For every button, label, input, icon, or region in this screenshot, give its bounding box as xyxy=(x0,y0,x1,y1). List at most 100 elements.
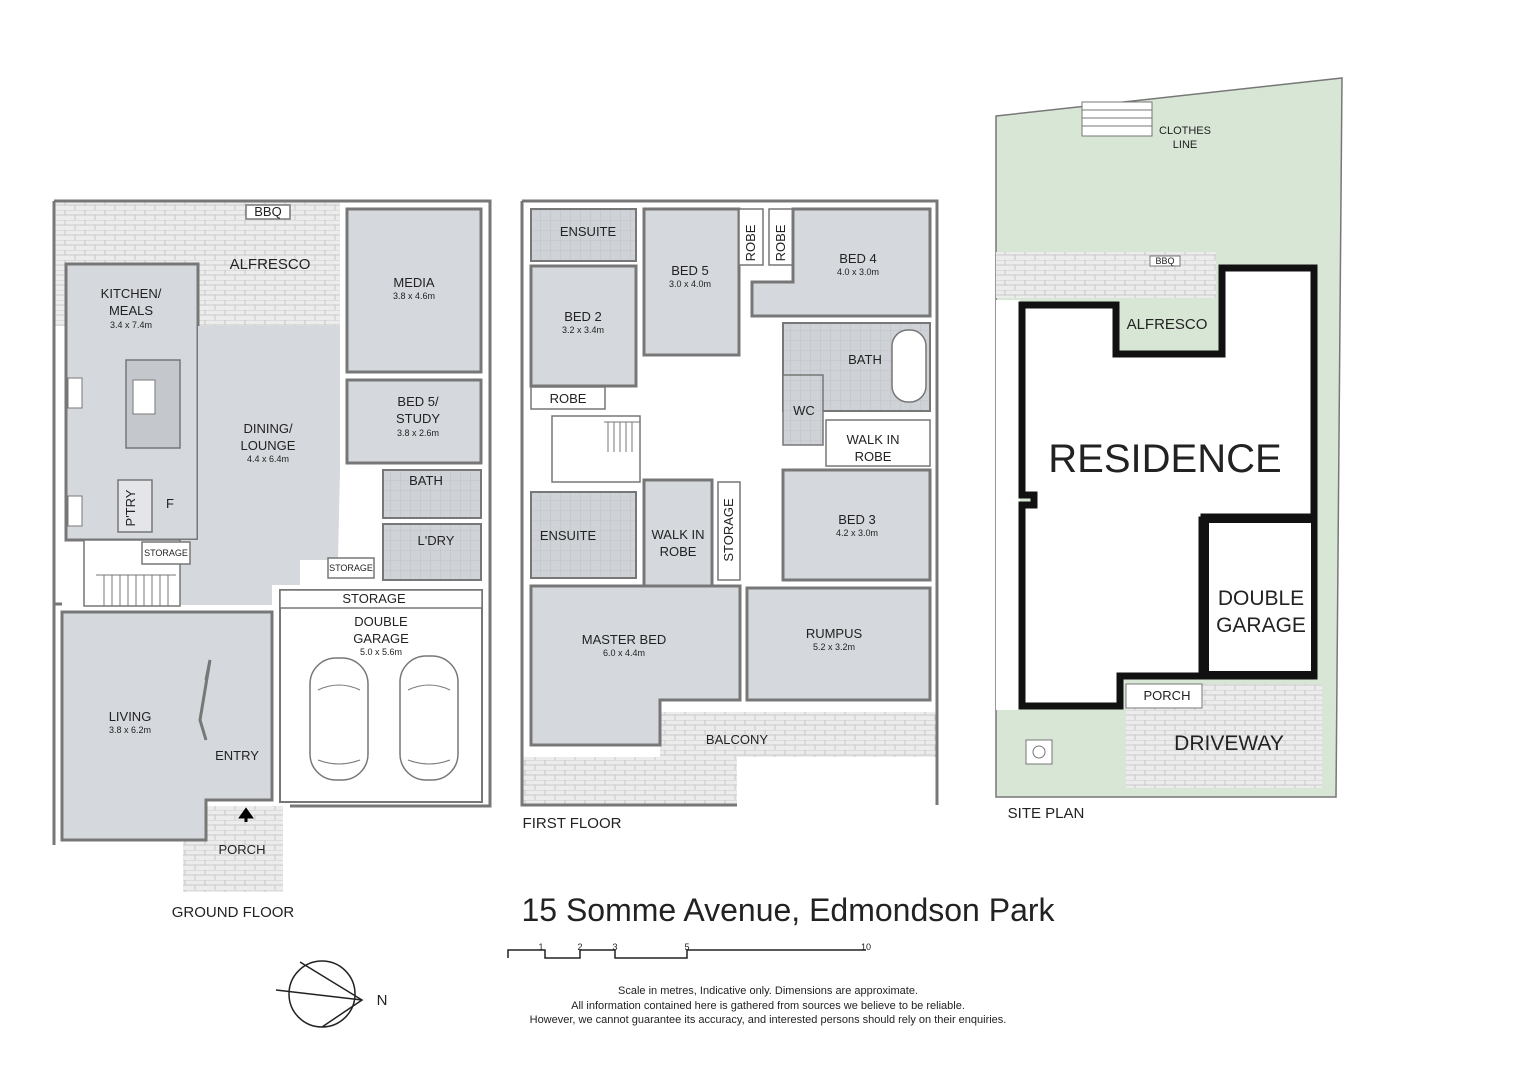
dining-label-2: LOUNGE xyxy=(241,438,296,453)
first-floor-label: FIRST FLOOR xyxy=(523,815,622,832)
kitchen-label-2: MEALS xyxy=(109,303,153,318)
site-tank-icon xyxy=(1025,739,1053,765)
entry-arrow-icon xyxy=(238,807,254,822)
ensuite-bottom-label: ENSUITE xyxy=(540,528,597,543)
dining-label-1: DINING/ xyxy=(243,421,293,436)
site-bbq-box xyxy=(1149,255,1181,267)
bed5-study-dim: 3.8 x 2.6m xyxy=(397,428,439,438)
ff-ensuite-top xyxy=(530,208,637,262)
bed4-room xyxy=(750,207,932,318)
balcony-paving-lower xyxy=(522,757,737,805)
first-floor-plan: ENSUITE BED 5 3.0 x 4.0m ROBE ROBE BED 4… xyxy=(520,199,939,832)
bbq-box xyxy=(245,204,291,220)
compass-circle-icon xyxy=(288,960,356,1028)
bed3-dim: 4.2 x 3.0m xyxy=(836,528,878,538)
car-left-icon xyxy=(309,657,369,781)
entry-label: ENTRY xyxy=(215,748,259,763)
site-garage-label-1: DOUBLE xyxy=(1218,587,1304,610)
fridge-label: F xyxy=(166,496,174,511)
gf-porch-label: PORCH xyxy=(219,842,266,857)
gf-alfresco-label: ALFRESCO xyxy=(230,256,311,273)
master-room xyxy=(529,584,742,747)
car-right-icon xyxy=(399,655,459,781)
site-garage-label-2: GARAGE xyxy=(1216,614,1306,637)
wc-room xyxy=(782,374,824,446)
storage-a-label: STORAGE xyxy=(144,548,188,558)
site-plan: CLOTHES LINE BBQ ALFRESCO RESIDENCE DOUB… xyxy=(995,77,1343,822)
storage-hall xyxy=(327,557,375,579)
storage-c-label: STORAGE xyxy=(342,591,406,606)
scale-tick-10: 10 xyxy=(861,942,871,952)
rumpus-room xyxy=(745,586,932,702)
ground-floor-label: GROUND FLOOR xyxy=(172,904,295,921)
bed5-study-room xyxy=(345,378,483,465)
scale-tick-5: 5 xyxy=(684,942,689,952)
site-porch-box xyxy=(1125,683,1203,709)
ff-bed5-dim: 3.0 x 4.0m xyxy=(669,279,711,289)
media-label: MEDIA xyxy=(393,275,435,290)
wir-top-label-2: ROBE xyxy=(855,449,892,464)
ground-floor-plan: BBQ ALFRESCO KITCHEN/ MEALS 3.4 x 7.4m M… xyxy=(52,199,492,921)
scale-tick-1: 1 xyxy=(538,942,543,952)
robe-1 xyxy=(738,208,764,266)
robe-2-label: ROBE xyxy=(773,224,788,261)
wir-top-label-1: WALK IN xyxy=(847,432,900,447)
robe-2 xyxy=(768,208,794,266)
bed5-study-label-1: BED 5/ xyxy=(397,394,439,409)
pantry xyxy=(117,479,153,533)
site-alfresco-paving xyxy=(996,252,1216,298)
compass-n-label: N xyxy=(377,992,388,1009)
sink-icon xyxy=(132,379,156,415)
robe-bed2-label: ROBE xyxy=(550,391,587,406)
clothes-line-icon xyxy=(1081,101,1153,137)
bed2-room xyxy=(529,264,638,388)
ff-bed5-label: BED 5 xyxy=(671,263,709,278)
site-plan-label: SITE PLAN xyxy=(1008,805,1085,822)
media-dim: 3.8 x 4.6m xyxy=(393,291,435,301)
wir-room xyxy=(642,478,714,588)
clothes-line-label-1: CLOTHES xyxy=(1159,125,1211,137)
dining-lounge-area xyxy=(180,326,340,605)
master-dim: 6.0 x 4.4m xyxy=(603,648,645,658)
bed4-label: BED 4 xyxy=(839,251,877,266)
ff-ensuite-bottom xyxy=(530,491,637,579)
scale-tick-2: 2 xyxy=(577,942,582,952)
ensuite-top-label: ENSUITE xyxy=(560,224,617,239)
gf-bath-label: BATH xyxy=(409,473,443,488)
gf-bbq-label: BBQ xyxy=(254,204,281,219)
wir-top xyxy=(825,419,931,467)
bed2-dim: 3.2 x 3.4m xyxy=(562,325,604,335)
site-porch-label: PORCH xyxy=(1144,688,1191,703)
site-bbq-label: BBQ xyxy=(1155,256,1174,266)
bed3-room xyxy=(781,468,932,582)
living-dim: 3.8 x 6.2m xyxy=(109,725,151,735)
media-room xyxy=(345,207,483,374)
storage-b-label: STORAGE xyxy=(329,563,373,573)
robe-bed2 xyxy=(530,386,606,410)
ff-storage-label: STORAGE xyxy=(721,498,736,562)
wir-label-1: WALK IN xyxy=(652,527,705,542)
balcony-paving xyxy=(660,712,937,757)
ff-bath-label: BATH xyxy=(848,352,882,367)
cooktop-icon xyxy=(67,377,83,409)
storage-small xyxy=(141,541,191,565)
bed5-study-label-2: STUDY xyxy=(396,411,440,426)
master-label: MASTER BED xyxy=(582,632,667,647)
driveway-label: DRIVEWAY xyxy=(1174,732,1284,755)
bed4-dim: 4.0 x 3.0m xyxy=(837,267,879,277)
compass: N xyxy=(275,960,388,1028)
robe-1-label: ROBE xyxy=(743,224,758,261)
ff-bed5-room xyxy=(642,207,741,357)
wir-label-2: ROBE xyxy=(660,544,697,559)
disclaimer-line-1: Scale in metres, Indicative only. Dimens… xyxy=(618,985,918,997)
site-alfresco-label: ALFRESCO xyxy=(1127,316,1208,333)
disclaimer-line-2: All information contained here is gather… xyxy=(571,1000,965,1012)
ff-bathtub-icon xyxy=(891,329,927,403)
laundry-label: L'DRY xyxy=(418,533,455,548)
scale-bar: 1 2 3 5 10 xyxy=(507,942,871,959)
laundry-room xyxy=(382,523,482,581)
dining-dim: 4.4 x 6.4m xyxy=(247,454,289,464)
garage-storage xyxy=(279,589,483,609)
kitchen-dim: 3.4 x 7.4m xyxy=(110,320,152,330)
